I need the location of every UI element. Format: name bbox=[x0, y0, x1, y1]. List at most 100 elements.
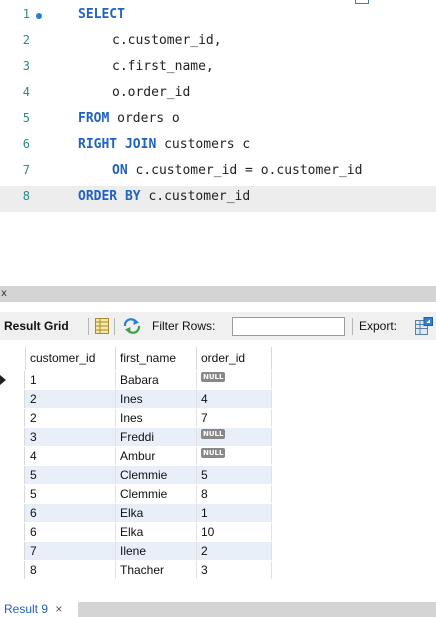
cell-customer-id[interactable]: 7 bbox=[26, 542, 116, 560]
cell-order-id[interactable]: NULL bbox=[197, 428, 272, 446]
code-text: o.order_id bbox=[112, 85, 190, 100]
cell-customer-id[interactable]: 3 bbox=[26, 428, 116, 446]
code-line[interactable]: 8 ORDER BY c.customer_id bbox=[0, 186, 436, 212]
cell-order-id[interactable]: 8 bbox=[197, 485, 272, 503]
row-gutter[interactable] bbox=[0, 371, 25, 389]
toolbar-separator bbox=[114, 318, 115, 335]
sql-text: c.customer_id bbox=[140, 189, 251, 204]
result-toolbar: Result Grid Filter Rows: Export: bbox=[0, 312, 436, 340]
code-text: ON c.customer_id = o.customer_id bbox=[112, 163, 362, 178]
line-number: 3 bbox=[22, 59, 30, 73]
code-line[interactable]: 1 SELECT bbox=[0, 4, 436, 30]
cell-first-name[interactable]: Freddi bbox=[116, 428, 197, 446]
close-icon[interactable]: x bbox=[1, 288, 7, 299]
code-line[interactable]: 4 o.order_id bbox=[0, 82, 436, 108]
cell-customer-id[interactable]: 4 bbox=[26, 447, 116, 465]
current-row-arrow-icon bbox=[0, 375, 6, 385]
sql-keyword: SELECT bbox=[78, 7, 125, 22]
cell-customer-id[interactable]: 5 bbox=[26, 466, 116, 484]
row-gutter[interactable] bbox=[0, 409, 25, 427]
code-line[interactable]: 5 FROM orders o bbox=[0, 108, 436, 134]
cell-customer-id[interactable]: 1 bbox=[26, 371, 116, 389]
toolbar-separator bbox=[352, 318, 353, 335]
null-badge: NULL bbox=[201, 372, 226, 382]
row-gutter[interactable] bbox=[0, 561, 25, 579]
cell-customer-id[interactable]: 6 bbox=[26, 504, 116, 522]
cell-customer-id[interactable]: 5 bbox=[26, 485, 116, 503]
cell-customer-id[interactable]: 6 bbox=[26, 523, 116, 541]
cell-first-name[interactable]: Clemmie bbox=[116, 466, 197, 484]
cell-order-id[interactable]: 10 bbox=[197, 523, 272, 541]
close-icon[interactable]: × bbox=[55, 602, 63, 616]
row-gutter[interactable] bbox=[0, 466, 25, 484]
row-gutter[interactable] bbox=[0, 428, 25, 446]
cell-order-id[interactable]: 2 bbox=[197, 542, 272, 560]
cell-customer-id[interactable]: 8 bbox=[26, 561, 116, 579]
sql-text: c.customer_id, bbox=[112, 33, 222, 48]
line-number: 7 bbox=[22, 163, 30, 177]
sql-keyword: ORDER BY bbox=[78, 189, 141, 204]
cell-customer-id[interactable]: 2 bbox=[26, 390, 116, 408]
code-text: FROM orders o bbox=[78, 111, 180, 126]
filter-rows-input[interactable] bbox=[232, 317, 345, 336]
result-tab[interactable]: Result 9 × bbox=[0, 602, 78, 617]
column-header-first-name[interactable]: first_name bbox=[116, 347, 197, 370]
filter-arrows-icon[interactable] bbox=[123, 318, 141, 334]
row-gutter[interactable] bbox=[0, 542, 25, 560]
grid-layout-icon[interactable] bbox=[95, 318, 109, 334]
cell-order-id[interactable]: 7 bbox=[197, 409, 272, 427]
line-number: 1 bbox=[22, 7, 30, 21]
grid-header: customer_id first_name order_id bbox=[0, 347, 272, 370]
cell-first-name[interactable]: Babara bbox=[116, 371, 197, 389]
export-icon[interactable] bbox=[415, 317, 433, 335]
cell-first-name[interactable]: Ilene bbox=[116, 542, 197, 560]
code-text: c.first_name, bbox=[112, 59, 214, 74]
sql-keyword: ON bbox=[112, 163, 128, 178]
column-header-order-id[interactable]: order_id bbox=[197, 347, 272, 370]
result-grid-tab[interactable]: Result Grid bbox=[4, 319, 69, 333]
cell-first-name[interactable]: Ines bbox=[116, 390, 197, 408]
row-gutter[interactable] bbox=[0, 504, 25, 522]
cell-order-id[interactable]: NULL bbox=[197, 371, 272, 389]
row-gutter[interactable] bbox=[0, 485, 25, 503]
cell-first-name[interactable]: Elka bbox=[116, 523, 197, 541]
cell-first-name[interactable]: Ambur bbox=[116, 447, 197, 465]
cell-order-id[interactable]: NULL bbox=[197, 447, 272, 465]
cell-order-id[interactable]: 5 bbox=[197, 466, 272, 484]
row-gutter[interactable] bbox=[0, 390, 25, 408]
code-line[interactable]: 7 ON c.customer_id = o.customer_id bbox=[0, 160, 436, 186]
cell-order-id[interactable]: 3 bbox=[197, 561, 272, 579]
column-header-customer-id[interactable]: customer_id bbox=[26, 347, 116, 370]
code-line[interactable]: 3 c.first_name, bbox=[0, 56, 436, 82]
line-number: 4 bbox=[22, 85, 30, 99]
cell-first-name[interactable]: Clemmie bbox=[116, 485, 197, 503]
sql-keyword: RIGHT JOIN bbox=[78, 137, 157, 152]
result-tabbar: Result 9 × bbox=[0, 602, 436, 617]
cell-first-name[interactable]: Elka bbox=[116, 504, 197, 522]
cell-first-name[interactable]: Thacher bbox=[116, 561, 197, 579]
line-number: 8 bbox=[22, 189, 30, 203]
row-gutter[interactable] bbox=[0, 447, 25, 465]
cell-order-id[interactable]: 4 bbox=[197, 390, 272, 408]
cell-order-id[interactable]: 1 bbox=[197, 504, 272, 522]
line-number: 5 bbox=[22, 111, 30, 125]
cell-first-name[interactable]: Ines bbox=[116, 409, 197, 427]
cell-customer-id[interactable]: 2 bbox=[26, 409, 116, 427]
breakpoint-dot-icon bbox=[36, 13, 42, 19]
row-gutter[interactable] bbox=[0, 523, 25, 541]
